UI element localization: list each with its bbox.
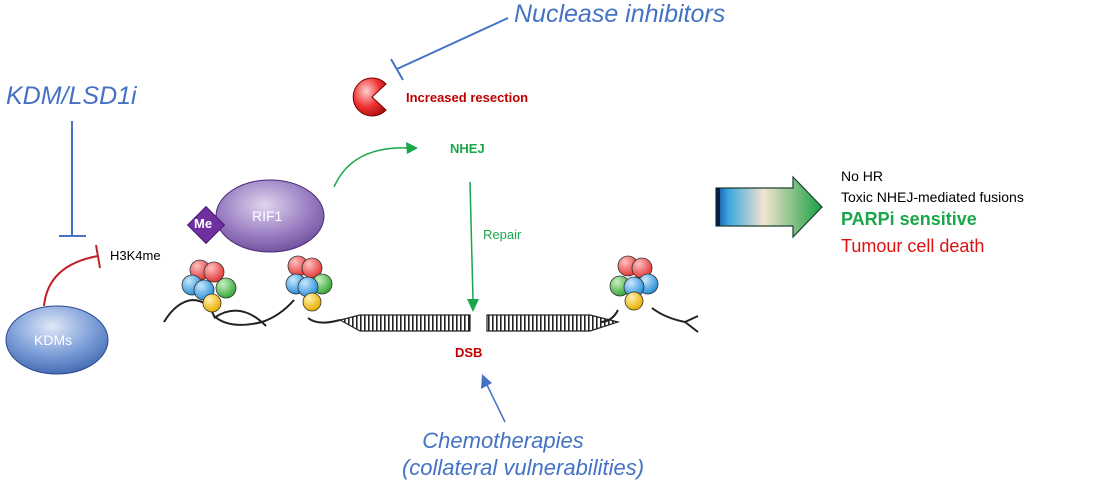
chemotherapies-label: Chemotherapies: [422, 428, 584, 453]
outcome-parpi-sensitive: PARPi sensitive: [841, 209, 977, 229]
dna-duplex-left: [338, 314, 471, 332]
dna-strand-left: [163, 298, 341, 327]
rif1-label: RIF1: [252, 208, 283, 224]
outcome-tumour-death: Tumour cell death: [841, 236, 985, 256]
outcome-no-hr: No HR: [841, 168, 884, 184]
nucleosome-left: [181, 259, 237, 313]
me-label: Me: [194, 216, 213, 231]
methyl-mark-diamond: [186, 205, 226, 245]
kdm-lsd1i-label: KDM/LSD1i: [6, 82, 137, 110]
h3k4me-label: H3K4me: [110, 248, 161, 263]
outcome-arrow: [715, 175, 823, 239]
kdms-ellipse: [5, 305, 109, 375]
repair-arrow: [467, 181, 479, 312]
dna-duplex-right: [486, 314, 621, 332]
nucleosome-right: [609, 255, 659, 311]
dna-strand-right: [599, 307, 699, 333]
outcome-toxic-fusions: Toxic NHEJ-mediated fusions: [841, 189, 1024, 205]
nuclease-pacman-icon: [352, 77, 387, 117]
nuclease-inhibition-line: [390, 17, 509, 81]
kdm-inhibition-arc: [43, 244, 101, 307]
nucleosome-middle: [285, 255, 333, 312]
collateral-vulnerabilities-label: (collateral vulnerabilities): [401, 455, 645, 480]
rif1-to-nhej-arrow: [333, 142, 418, 188]
kdms-label: KDMs: [34, 332, 73, 348]
dsb-label: DSB: [455, 345, 483, 360]
kdm-lsd1i-inhibition-line: [59, 121, 86, 237]
repair-label: Repair: [483, 227, 522, 242]
nhej-label: NHEJ: [450, 141, 485, 156]
increased-resection-label: Increased resection: [406, 90, 529, 105]
chemo-to-dsb-arrow: [481, 374, 506, 423]
nuclease-inhibitors-label: Nuclease inhibitors: [514, 0, 726, 28]
